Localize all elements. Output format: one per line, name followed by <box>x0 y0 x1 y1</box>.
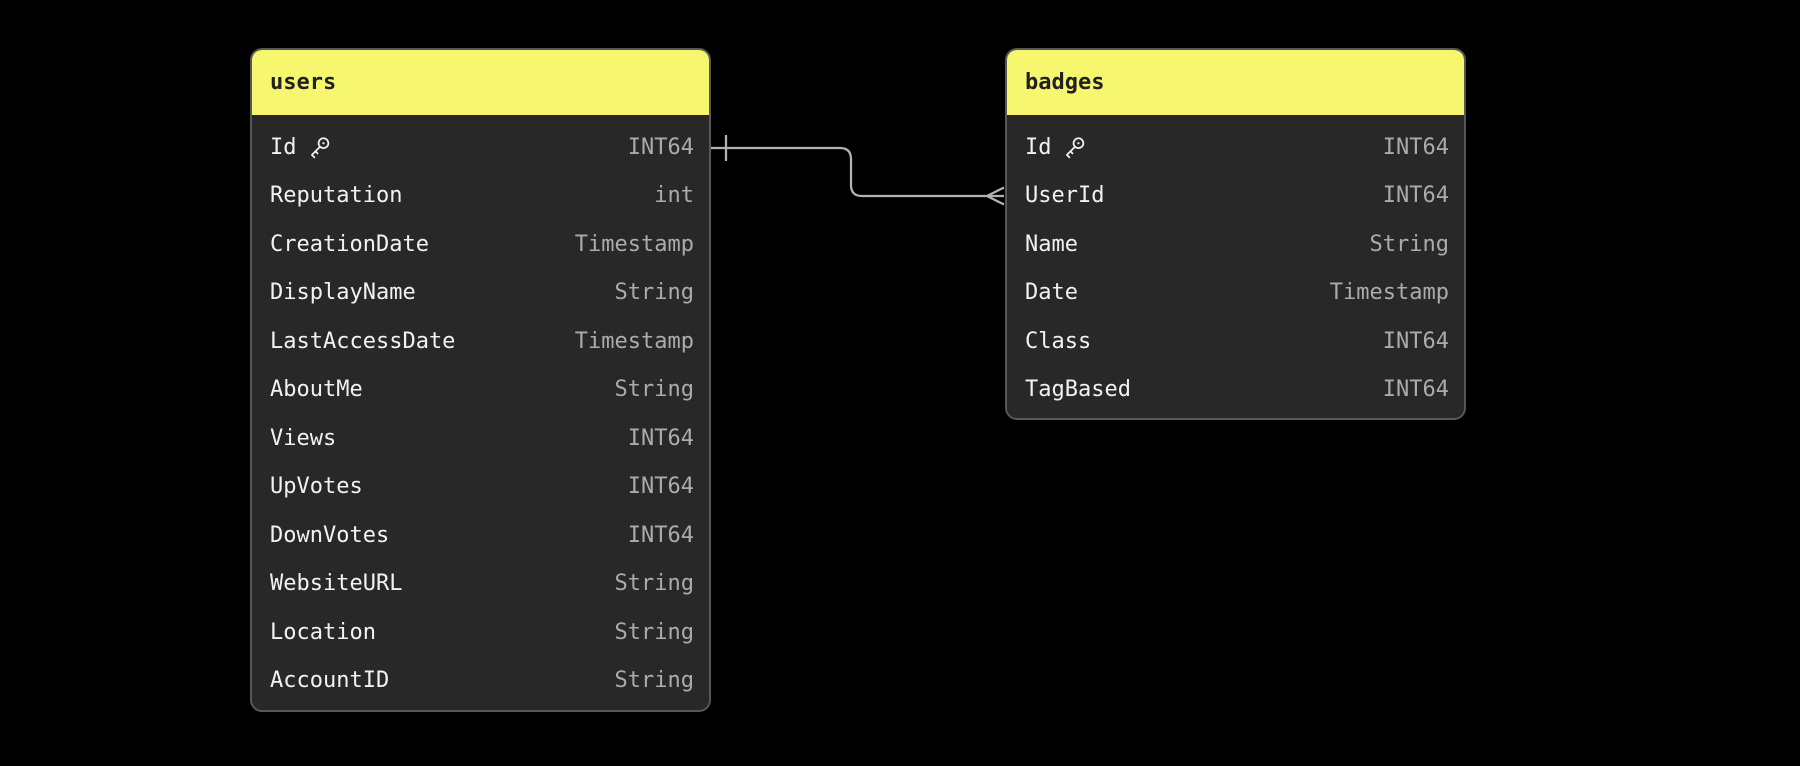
field-type: INT64 <box>1382 134 1449 160</box>
field-name: CreationDate <box>270 231 429 257</box>
field-type: String <box>614 668 694 694</box>
field-name: TagBased <box>1025 377 1131 403</box>
field-type: int <box>654 183 694 209</box>
field-name: AccountID <box>270 668 390 694</box>
field-name: WebsiteURL <box>270 571 403 597</box>
field-row[interactable]: LastAccessDate Timestamp <box>252 317 709 366</box>
many-cardinality-marker <box>986 186 1005 206</box>
field-name: Id <box>1025 134 1052 160</box>
field-type: INT64 <box>1382 377 1449 403</box>
field-type: INT64 <box>1382 328 1449 354</box>
relationship-line[interactable] <box>711 146 1004 198</box>
relationship-connector[interactable] <box>711 135 1005 206</box>
field-name: Reputation <box>270 183 403 209</box>
field-type: String <box>614 280 694 306</box>
field-name: Name <box>1025 231 1078 257</box>
field-row[interactable]: Reputation int <box>252 172 709 221</box>
field-type: INT64 <box>627 425 694 451</box>
field-name: DisplayName <box>270 280 416 306</box>
field-row[interactable]: AboutMe String <box>252 366 709 415</box>
table-header[interactable]: users <box>252 50 709 115</box>
field-name: Location <box>270 619 376 645</box>
field-row[interactable]: Date Timestamp <box>1007 269 1464 318</box>
field-type: Timestamp <box>574 328 694 354</box>
field-name: AboutMe <box>270 377 363 403</box>
field-name: Views <box>270 425 337 451</box>
field-row[interactable]: AccountID String <box>252 657 709 706</box>
field-type: Timestamp <box>1329 280 1449 306</box>
field-row[interactable]: DownVotes INT64 <box>252 511 709 560</box>
key-icon <box>1062 136 1087 161</box>
field-row[interactable]: UserId INT64 <box>1007 172 1464 221</box>
field-type: String <box>614 377 694 403</box>
field-row[interactable]: TagBased INT64 <box>1007 366 1464 415</box>
field-name: Date <box>1025 280 1078 306</box>
field-row[interactable]: Location String <box>252 608 709 657</box>
field-row[interactable]: Views INT64 <box>252 414 709 463</box>
field-row[interactable]: Id INT64 <box>252 123 709 172</box>
field-name: DownVotes <box>270 522 390 548</box>
field-type: String <box>614 619 694 645</box>
field-name: Id <box>270 134 297 160</box>
field-name: LastAccessDate <box>270 328 456 354</box>
field-type: Timestamp <box>574 231 694 257</box>
table-header[interactable]: badges <box>1007 50 1464 115</box>
field-type: String <box>1369 231 1449 257</box>
table-title: badges <box>1025 70 1105 95</box>
field-row[interactable]: Id INT64 <box>1007 123 1464 172</box>
field-row[interactable]: WebsiteURL String <box>252 560 709 609</box>
field-type: INT64 <box>627 134 694 160</box>
field-name: UpVotes <box>270 474 363 500</box>
field-row[interactable]: CreationDate Timestamp <box>252 220 709 269</box>
field-row[interactable]: Name String <box>1007 220 1464 269</box>
key-icon <box>307 136 332 161</box>
field-row[interactable]: DisplayName String <box>252 269 709 318</box>
field-row[interactable]: Class INT64 <box>1007 317 1464 366</box>
field-name: UserId <box>1025 183 1105 209</box>
field-type: INT64 <box>627 474 694 500</box>
field-type: String <box>614 571 694 597</box>
field-name: Class <box>1025 328 1092 354</box>
field-type: INT64 <box>627 522 694 548</box>
table-title: users <box>270 70 337 95</box>
field-row[interactable]: UpVotes INT64 <box>252 463 709 512</box>
field-type: INT64 <box>1382 183 1449 209</box>
